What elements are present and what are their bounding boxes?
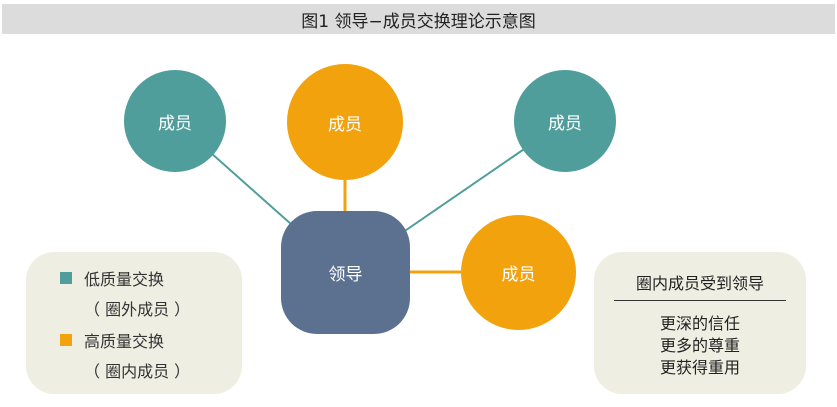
info-divider	[614, 300, 786, 301]
legend-low-sub: （ 圈外成员 ）	[84, 300, 191, 319]
leader-label: 领导	[328, 265, 363, 285]
member-node-top-right: 成员	[514, 70, 616, 172]
legend-high-sub: （ 圈内成员 ）	[84, 362, 191, 381]
member-node-right: 成员	[461, 215, 576, 330]
legend-item-high: 高质量交换	[60, 328, 164, 352]
low-quality-swatch	[60, 272, 72, 284]
member-label: 成员	[328, 114, 362, 135]
leader-node: 领导	[281, 211, 410, 334]
figure-title: 图1 领导−成员交换理论示意图	[2, 4, 835, 34]
info-heading: 圈内成员受到领导	[635, 274, 764, 293]
member-node-top-left: 成员	[124, 70, 226, 172]
info-line-3: 更获得重用	[659, 358, 740, 377]
member-label: 成员	[501, 265, 536, 285]
info-line-1: 更深的信任	[659, 314, 740, 333]
info-line-2: 更多的尊重	[659, 336, 740, 355]
member-label: 成员	[548, 113, 582, 134]
legend-high-label: 高质量交换	[84, 332, 165, 351]
legend-item-low: 低质量交换	[60, 266, 164, 290]
legend-panel: 低质量交换 （ 圈外成员 ） 高质量交换 （ 圈内成员 ）	[26, 252, 242, 394]
member-node-top-center: 成员	[287, 64, 403, 180]
member-label: 成员	[158, 113, 192, 134]
info-panel: 圈内成员受到领导 更深的信任 更多的尊重 更获得重用	[594, 252, 806, 394]
legend-low-label: 低质量交换	[84, 270, 165, 289]
high-quality-swatch	[60, 334, 72, 346]
